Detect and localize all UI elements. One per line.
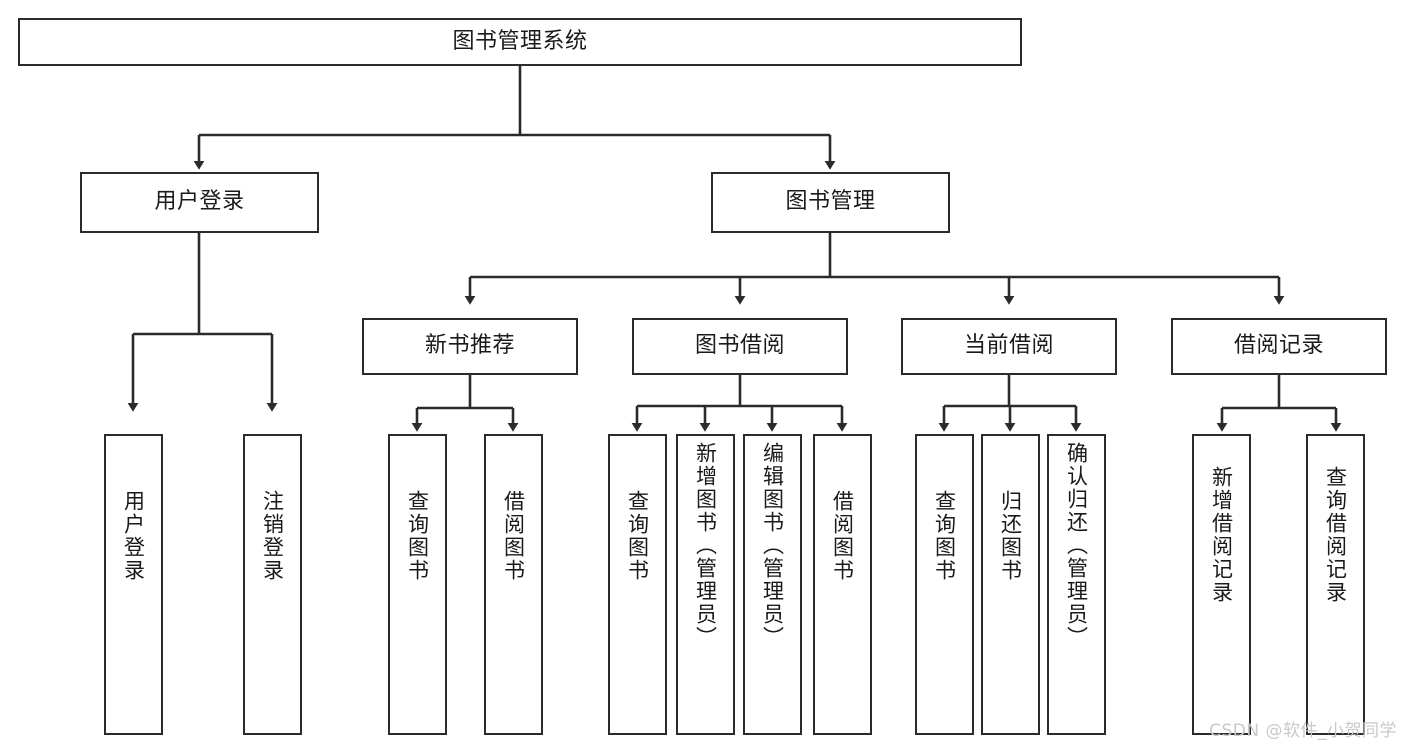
node-root-label: 图书管理系统 [452, 28, 588, 54]
leaf-query-book-2[interactable]: 查询图书 [608, 434, 667, 735]
leaf-logout-label: 注销登录 [260, 490, 285, 582]
leaf-query-book-3[interactable]: 查询图书 [915, 434, 974, 735]
leaf-query-book-1-label: 查询图书 [405, 490, 430, 582]
node-borrow-record[interactable]: 借阅记录 [1171, 318, 1387, 375]
node-new-book-recommend-label: 新书推荐 [424, 333, 515, 359]
leaf-query-borrow-record-label: 查询借阅记录 [1323, 466, 1348, 604]
leaf-borrow-book-2-label: 借阅图书 [830, 490, 855, 582]
leaf-return-book-label: 归还图书 [998, 490, 1023, 582]
leaf-confirm-return-admin[interactable]: 确认归还（管理员） [1047, 434, 1106, 735]
node-current-borrow-label: 当前借阅 [963, 333, 1054, 359]
leaf-add-book-admin-label: 新增图书（管理员） [693, 442, 718, 649]
leaf-logout[interactable]: 注销登录 [243, 434, 302, 735]
leaf-user-login[interactable]: 用户登录 [104, 434, 163, 735]
leaf-user-login-label: 用户登录 [121, 490, 146, 582]
node-root[interactable]: 图书管理系统 [18, 18, 1022, 66]
leaf-add-borrow-record-label: 新增借阅记录 [1209, 466, 1234, 604]
leaf-return-book[interactable]: 归还图书 [981, 434, 1040, 735]
watermark: CSDN @软件_小贺同学 [1209, 721, 1397, 741]
leaf-query-book-2-label: 查询图书 [625, 490, 650, 582]
node-book-borrow-label: 图书借阅 [694, 333, 785, 359]
leaf-borrow-book-1[interactable]: 借阅图书 [484, 434, 543, 735]
node-user-login-label: 用户登录 [154, 189, 245, 215]
leaf-query-book-3-label: 查询图书 [932, 490, 957, 582]
node-new-book-recommend[interactable]: 新书推荐 [362, 318, 578, 375]
leaf-edit-book-admin[interactable]: 编辑图书（管理员） [743, 434, 802, 735]
leaf-add-book-admin[interactable]: 新增图书（管理员） [676, 434, 735, 735]
node-book-management[interactable]: 图书管理 [711, 172, 950, 233]
node-book-management-label: 图书管理 [785, 189, 876, 215]
node-current-borrow[interactable]: 当前借阅 [901, 318, 1117, 375]
leaf-query-book-1[interactable]: 查询图书 [388, 434, 447, 735]
node-borrow-record-label: 借阅记录 [1233, 333, 1324, 359]
node-book-borrow[interactable]: 图书借阅 [632, 318, 848, 375]
leaf-borrow-book-2[interactable]: 借阅图书 [813, 434, 872, 735]
leaf-edit-book-admin-label: 编辑图书（管理员） [760, 442, 785, 649]
leaf-confirm-return-admin-label: 确认归还（管理员） [1064, 442, 1089, 649]
leaf-add-borrow-record[interactable]: 新增借阅记录 [1192, 434, 1251, 735]
leaf-borrow-book-1-label: 借阅图书 [501, 490, 526, 582]
leaf-query-borrow-record[interactable]: 查询借阅记录 [1306, 434, 1365, 735]
node-user-login[interactable]: 用户登录 [80, 172, 319, 233]
